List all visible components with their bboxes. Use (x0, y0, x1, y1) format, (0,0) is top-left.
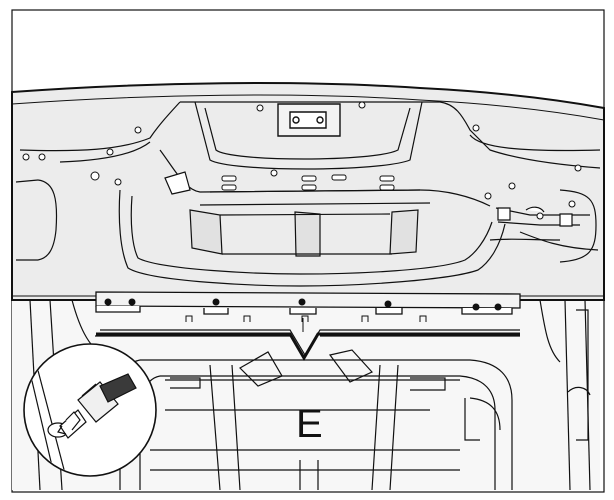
hood-holes (22, 101, 582, 220)
edge-fasteners (104, 298, 502, 311)
edge-tabs (185, 315, 427, 332)
hood-latch-plate (277, 103, 341, 137)
washer-hose-clips (164, 171, 573, 227)
figure-label: E (296, 402, 323, 446)
detail-inset (23, 343, 157, 477)
hood-front-edge (95, 291, 521, 315)
seal-strip-line (96, 332, 520, 361)
hood-center-ribs (15, 101, 601, 287)
